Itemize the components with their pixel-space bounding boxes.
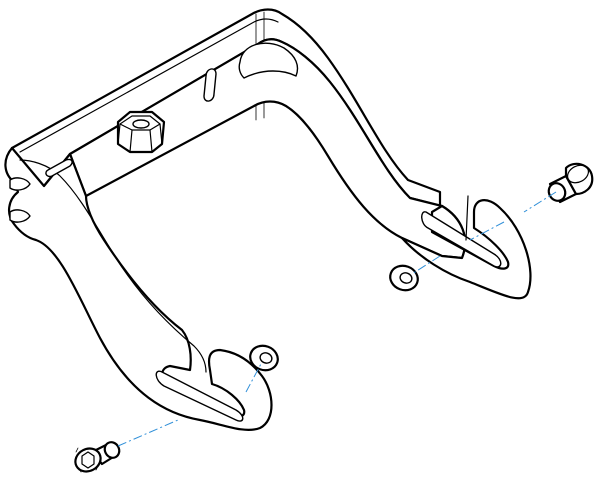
left-edge-notch-bottom (9, 209, 31, 223)
right-screw-head-face (566, 164, 590, 184)
hex-nut-edges (117, 123, 163, 153)
left-screw-hex-socket (81, 451, 95, 469)
left-washer (249, 344, 279, 372)
right-arm-slot (421, 211, 502, 268)
hex-nut (116, 110, 166, 154)
u-bracket (4, 8, 532, 431)
right-screw-head (564, 162, 594, 196)
back-wall-slot (203, 68, 217, 102)
hex-nut-bore (132, 119, 150, 129)
left-screw-tip (103, 441, 121, 459)
right-assembly-axis (411, 191, 557, 275)
back-wall-cutout (238, 42, 299, 79)
bracket-back-fold (19, 18, 279, 153)
right-arm-edge (465, 195, 469, 241)
left-assembly-axis (117, 361, 263, 447)
left-screw (74, 441, 121, 473)
left-arm-small-slot (45, 158, 73, 178)
right-washer-inner (399, 272, 413, 284)
right-screw (547, 162, 594, 204)
left-screw-head (74, 447, 102, 473)
left-screw-knurl (75, 447, 101, 473)
right-washer (389, 264, 419, 292)
hex-nut-outer (116, 110, 166, 154)
left-edge-notch-top (9, 177, 31, 191)
left-washer-inner (259, 352, 273, 364)
left-arm-slot (155, 370, 244, 422)
